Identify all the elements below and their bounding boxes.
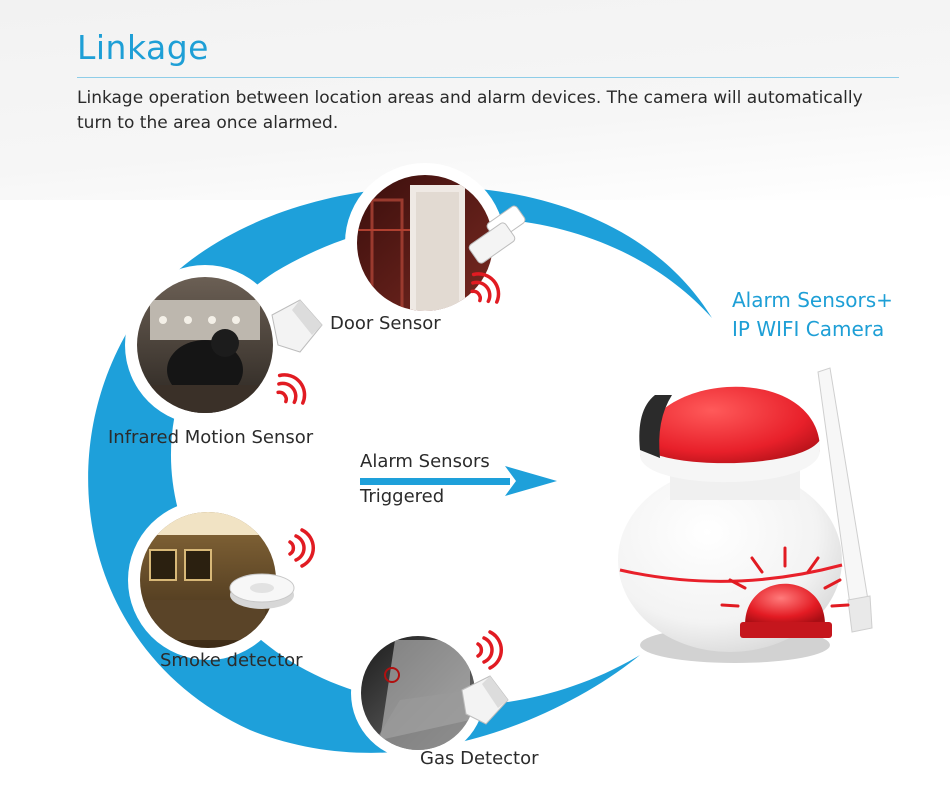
gas-detector-icon — [461, 675, 509, 725]
signal-waves-icon — [276, 272, 503, 670]
camera-label: Alarm Sensors+ IP WIFI Camera — [732, 286, 893, 344]
camera-label-line2: IP WIFI Camera — [732, 317, 885, 341]
motion-photo — [137, 277, 273, 413]
alarm-siren-icon — [720, 546, 850, 638]
gas-photo — [361, 636, 475, 750]
smoke-detector-icon — [229, 573, 295, 609]
motion-sensor-label: Infrared Motion Sensor — [108, 427, 314, 448]
page-title: Linkage — [77, 28, 209, 67]
page-description: Linkage operation between location areas… — [77, 88, 863, 133]
header-band — [0, 0, 950, 200]
flow-label-bottom: Triggered — [360, 486, 445, 507]
trigger-arrow — [360, 466, 557, 496]
camera-label-line1: Alarm Sensors+ — [732, 288, 893, 312]
flow-label-top: Alarm Sensors — [360, 451, 490, 472]
wifi-antenna-icon — [817, 367, 873, 633]
motion-sensor-icon — [271, 299, 323, 353]
smoke-detector-label: Smoke detector — [160, 650, 303, 671]
door-photo — [357, 175, 493, 311]
door-sensor-icon — [468, 205, 526, 264]
title-divider — [77, 77, 899, 78]
door-sensor-label: Door Sensor — [330, 313, 441, 334]
gas-detector-label: Gas Detector — [420, 748, 539, 769]
